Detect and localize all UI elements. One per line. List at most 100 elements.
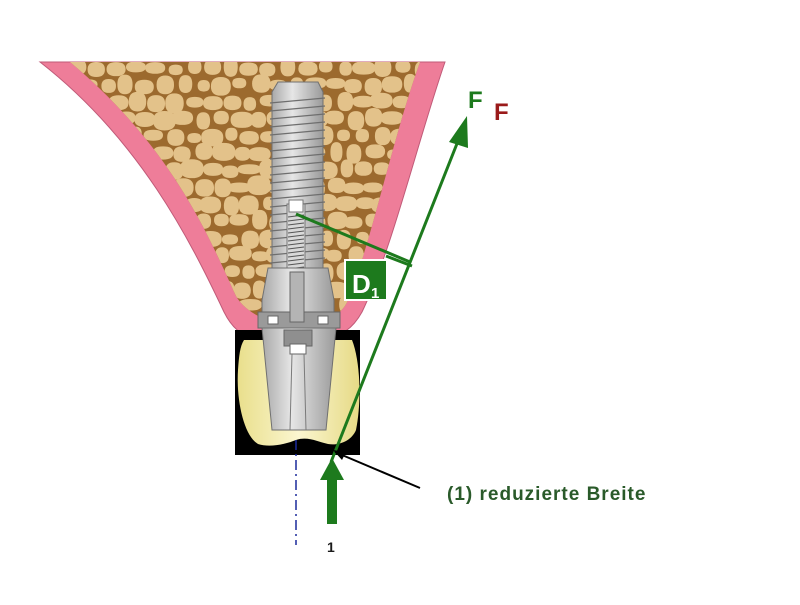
annotation-text: (1) reduzierte Breite [447,484,646,505]
bone-cell [229,214,249,226]
bone-cell [128,91,147,112]
inner-thread-line [287,238,305,242]
bone-cell [251,251,269,262]
bone-cell [167,129,185,146]
bone-cell [344,78,362,94]
bone-cell [126,267,150,280]
bone-cell [402,211,420,228]
bone-cell [81,144,96,160]
bone-cell [111,264,125,279]
bone-cell [196,319,209,326]
bone-cell [137,284,157,297]
bone-cell [118,181,139,193]
bone-cell [116,283,137,294]
bone-cell [227,182,252,193]
bone-cell [352,95,375,108]
arrow-number-label: 1 [327,539,335,555]
bone-cell [188,62,202,74]
implant-threads [269,97,326,264]
inner-thread-line [287,218,305,222]
bone-cell [344,216,363,229]
bone-cell [146,198,164,211]
thread-line [269,185,326,192]
bone-cell [134,112,156,127]
bone-cell [96,145,118,163]
bone-cell [145,62,166,74]
bone-cell [223,196,240,216]
bone-cell [70,109,81,126]
bone-cell [411,299,420,311]
inner-thread-line [287,226,305,230]
bone-cell [365,144,386,159]
bone-cell [197,80,210,92]
inner-thread-line [287,230,305,234]
bone-cell [76,212,98,232]
bone-cell [147,298,160,311]
bone-cell [88,162,104,178]
bone-cell [132,211,157,230]
bone-cell [330,142,343,162]
bone-cell [70,181,75,194]
bone-cell [337,92,354,112]
bone-cell [125,62,146,73]
bone-cell [70,129,88,142]
bone-cell [184,299,200,314]
thread-line [269,121,326,128]
bone-cell [182,268,201,279]
bone-cell [173,146,191,162]
bone-cell [410,196,420,209]
bone-cell [157,212,173,230]
bone-cell [116,215,138,226]
bone-cell [145,265,163,282]
bone-cell [161,297,186,313]
bone-cell [242,265,255,279]
bone-cell [346,144,362,164]
bone-cell [156,313,173,326]
bone-cell [364,314,385,326]
bone-cell [117,74,133,95]
bone-cell [139,246,154,265]
bone-cell [223,62,238,77]
bone-cell [250,111,267,128]
bone-cell [70,313,78,326]
bone-cell [221,234,239,245]
bone-cell [362,182,383,193]
bone-cell [423,250,441,263]
bone-cell [147,95,166,113]
bone-cell [247,175,271,196]
bone-cell [237,164,261,175]
distance-label-main: D [352,269,371,299]
bone-cell [80,111,97,124]
implant [257,81,341,431]
bone-cell [96,177,119,197]
bone-cell [199,196,222,214]
bone-cell [125,196,150,208]
inner-thread-line [287,234,305,238]
thread-line [269,105,326,112]
bone-cell [97,317,116,326]
bone-cell [324,110,344,125]
bone-cell [70,282,80,294]
bone-cell [162,230,185,249]
bone-cell [78,248,103,263]
bone-cell [343,182,364,195]
bone-cell [347,111,365,131]
bone-cell [107,295,124,315]
bone-cell [172,281,196,298]
bone-cell [101,78,116,93]
bone-cell [224,265,240,278]
bone-cell [186,96,204,108]
bone-cell [155,284,174,296]
bone-cell [229,246,252,261]
bone-cell [298,62,318,76]
thread-line [269,137,326,144]
thread-line [269,129,326,136]
bone-cell [369,92,393,109]
bone-cell [136,178,152,193]
distance-label-sub: 1 [371,285,379,302]
bone-cell [318,62,333,73]
bone-cell [156,75,175,95]
bone-cell [78,280,100,298]
bone-cell [340,159,354,178]
